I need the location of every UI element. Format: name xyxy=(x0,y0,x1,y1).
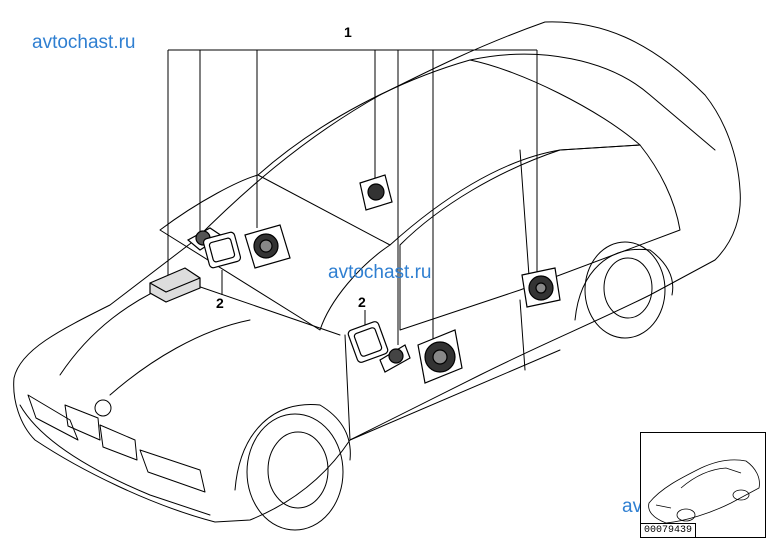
kidney-grille-left xyxy=(64,404,101,441)
rear-wheel xyxy=(584,241,666,339)
callout-speakers: 1 xyxy=(344,24,352,40)
thumbnail-car-icon xyxy=(648,459,760,524)
rear-door xyxy=(519,299,526,371)
tweeter-upper xyxy=(367,183,385,201)
rear-wheel-inner xyxy=(603,257,653,319)
front-arch xyxy=(234,403,351,491)
reference-thumbnail: 00079439 xyxy=(640,432,766,538)
hood-center xyxy=(109,319,251,396)
front-wheel xyxy=(246,413,344,531)
rear-window xyxy=(469,53,716,151)
front-wheel-inner xyxy=(267,431,329,509)
sill xyxy=(349,349,561,441)
watermark-center: avtochast.ru xyxy=(328,262,432,283)
badge xyxy=(94,399,112,417)
headlight-left xyxy=(27,394,79,441)
watermark-top-left: avtochast.ru xyxy=(32,32,136,53)
bumper xyxy=(19,404,211,516)
side-windows xyxy=(399,144,681,331)
callout-grille-right: 2 xyxy=(358,294,366,310)
callout-grille-left: 2 xyxy=(216,295,224,311)
b-pillar xyxy=(519,149,531,291)
tweeter-right xyxy=(388,348,404,364)
hood-line xyxy=(59,279,341,376)
front-door xyxy=(344,334,351,441)
reference-number: 00079439 xyxy=(641,523,697,537)
rear-arch xyxy=(574,248,674,321)
amplifier-module xyxy=(149,267,201,303)
car-body-outline xyxy=(13,21,741,523)
kidney-grille-right xyxy=(99,424,138,461)
roof-line xyxy=(257,59,641,246)
headlight-right xyxy=(139,449,206,493)
speaker-grille-right xyxy=(347,321,389,363)
